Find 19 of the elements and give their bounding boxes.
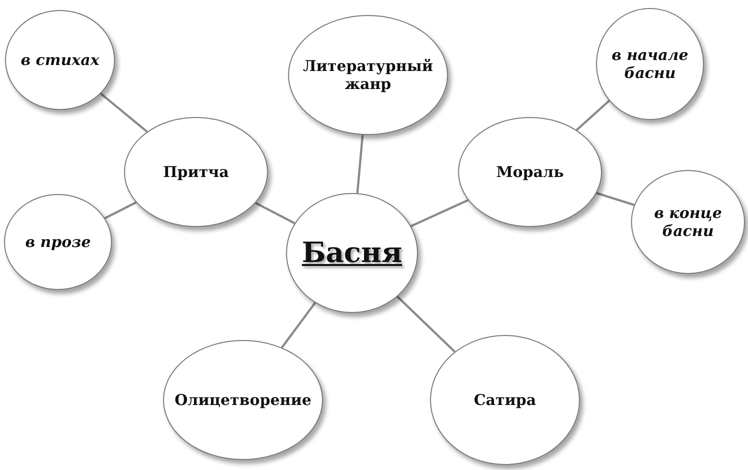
connector-line: [281, 302, 316, 348]
connector-line: [100, 92, 148, 133]
node-text: в начале басни: [610, 46, 690, 82]
connector-line: [576, 100, 610, 131]
node-text: Олицетворение: [174, 391, 312, 409]
node-text: Мораль: [496, 163, 564, 181]
connector-line: [410, 199, 469, 228]
node-text: Литературный жанр: [302, 57, 434, 93]
connector-line: [396, 296, 456, 353]
connector-line: [255, 202, 296, 224]
connector-line: [596, 192, 634, 206]
node-text: Притча: [163, 163, 229, 181]
node-text: в конце басни: [653, 204, 723, 240]
node-text: в прозе: [25, 233, 91, 251]
node-text: в стихах: [20, 51, 100, 69]
node-text: Басня: [302, 236, 402, 270]
connector-line: [104, 201, 137, 220]
node-text: Сатира: [474, 391, 536, 409]
connector-line: [356, 134, 364, 194]
